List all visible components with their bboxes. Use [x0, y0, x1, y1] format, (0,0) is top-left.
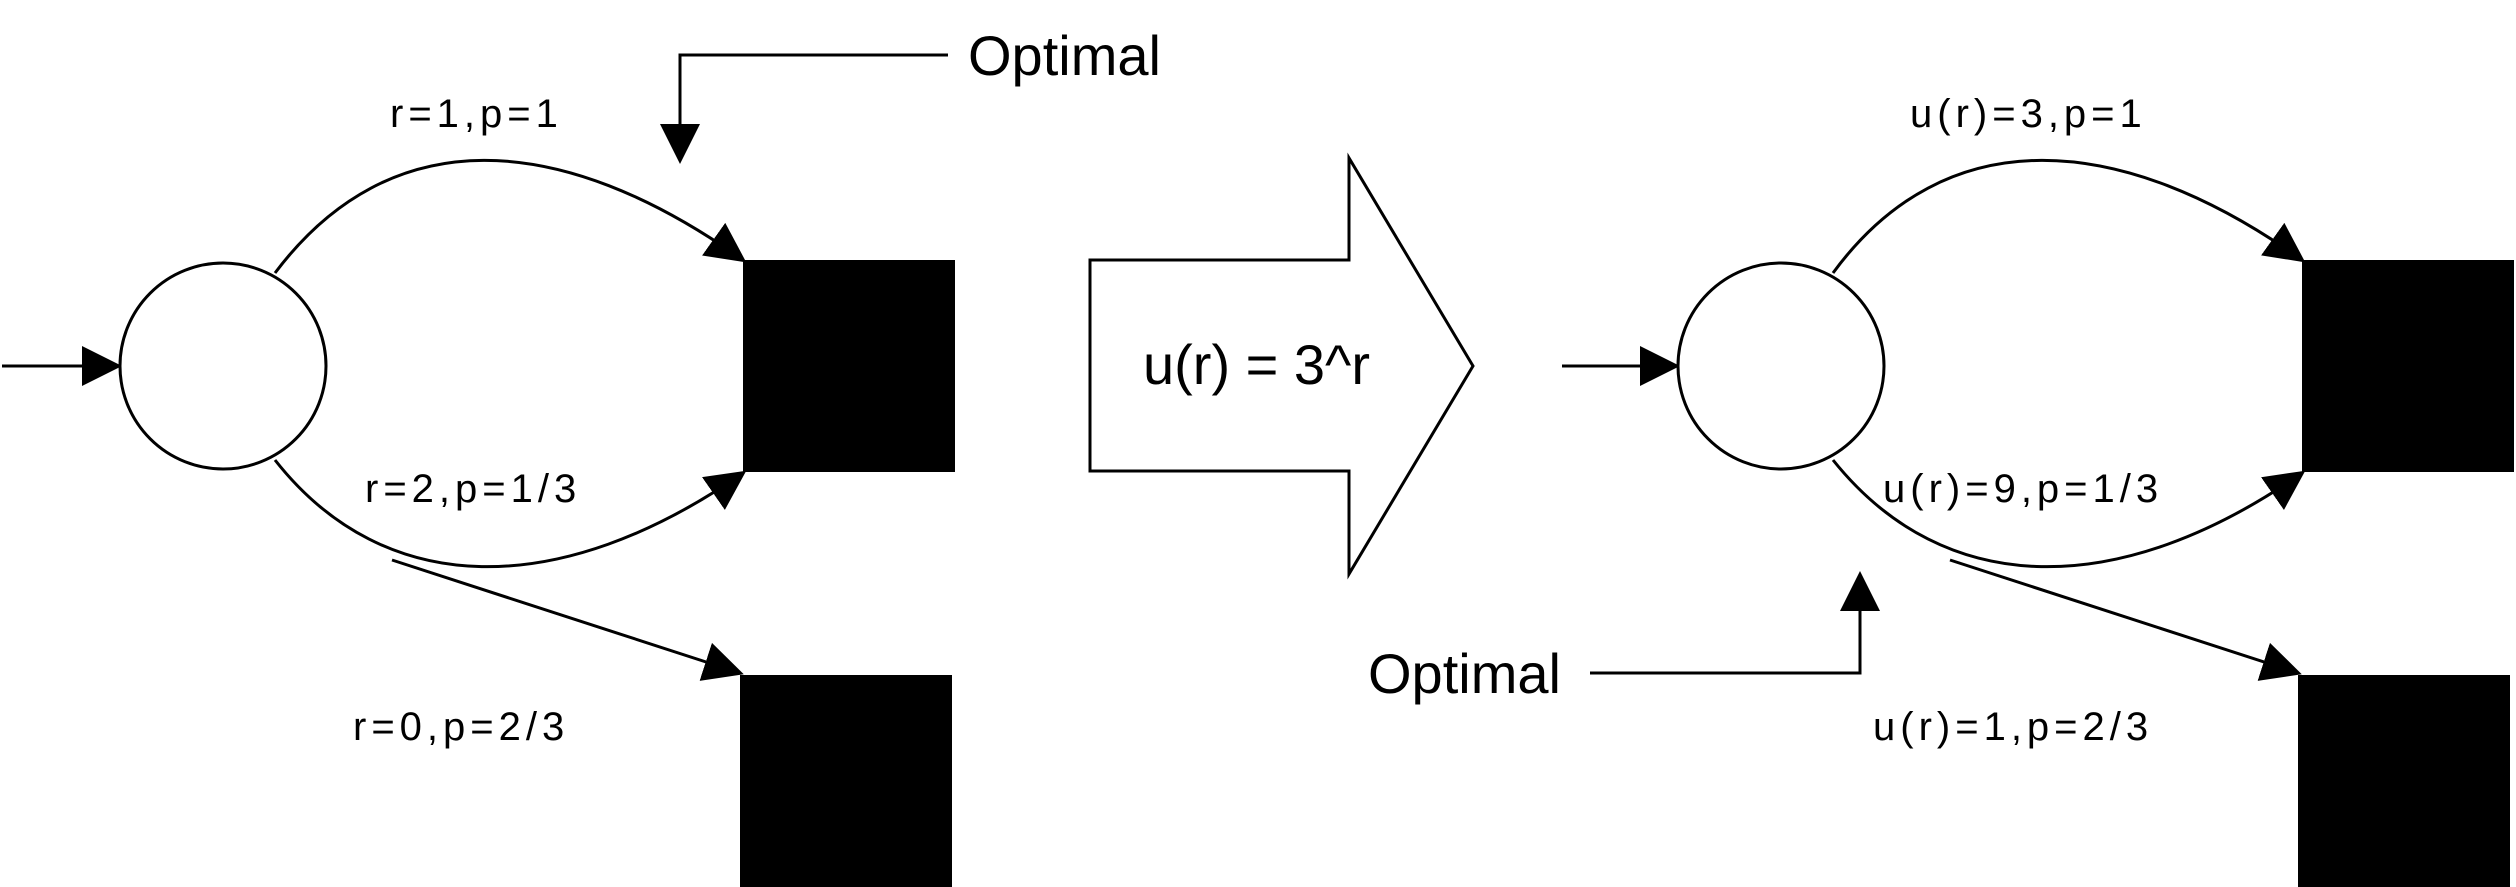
left-terminal-state-bottom [740, 675, 952, 887]
left-edge-label-top: r=1,p=1 [390, 92, 563, 136]
left-terminal-state-top [743, 260, 955, 472]
left-optimal-label: Optimal [968, 24, 1161, 87]
right-edge-label-top: u(r)=3,p=1 [1910, 92, 2147, 136]
right-mdp: u(r)=3,p=1 u(r)=9,p=1/3 u(r)=1,p=2/3 Opt… [1368, 92, 2514, 887]
right-edge-label-middle: u(r)=9,p=1/3 [1883, 467, 2163, 511]
right-edge-top [1831, 158, 2306, 274]
left-start-state [118, 261, 328, 471]
left-edge-label-bottom: r=0,p=2/3 [353, 705, 569, 749]
right-terminal-state-top [2302, 260, 2514, 472]
right-start-state [1676, 261, 1886, 471]
left-optimal-pointer [660, 53, 948, 164]
right-optimal-pointer [1590, 571, 1880, 675]
left-edge-top [273, 158, 747, 274]
transform-arrow: u(r) = 3^r [1088, 152, 1475, 580]
right-edge-bottom [1949, 558, 2302, 681]
transform-label: u(r) = 3^r [1143, 333, 1370, 396]
left-edge-label-middle: r=2,p=1/3 [365, 467, 581, 511]
left-mdp: r=1,p=1 r=2,p=1/3 r=0,p=2/3 Optimal [2, 24, 1161, 887]
right-terminal-state-bottom [2298, 675, 2510, 887]
right-edge-middle [1831, 459, 2306, 569]
right-optimal-label: Optimal [1368, 642, 1561, 705]
right-edge-label-bottom: u(r)=1,p=2/3 [1873, 705, 2153, 749]
left-edge-middle [273, 459, 747, 569]
transform-arrow-shape [1088, 152, 1475, 580]
left-edge-bottom [391, 558, 744, 681]
